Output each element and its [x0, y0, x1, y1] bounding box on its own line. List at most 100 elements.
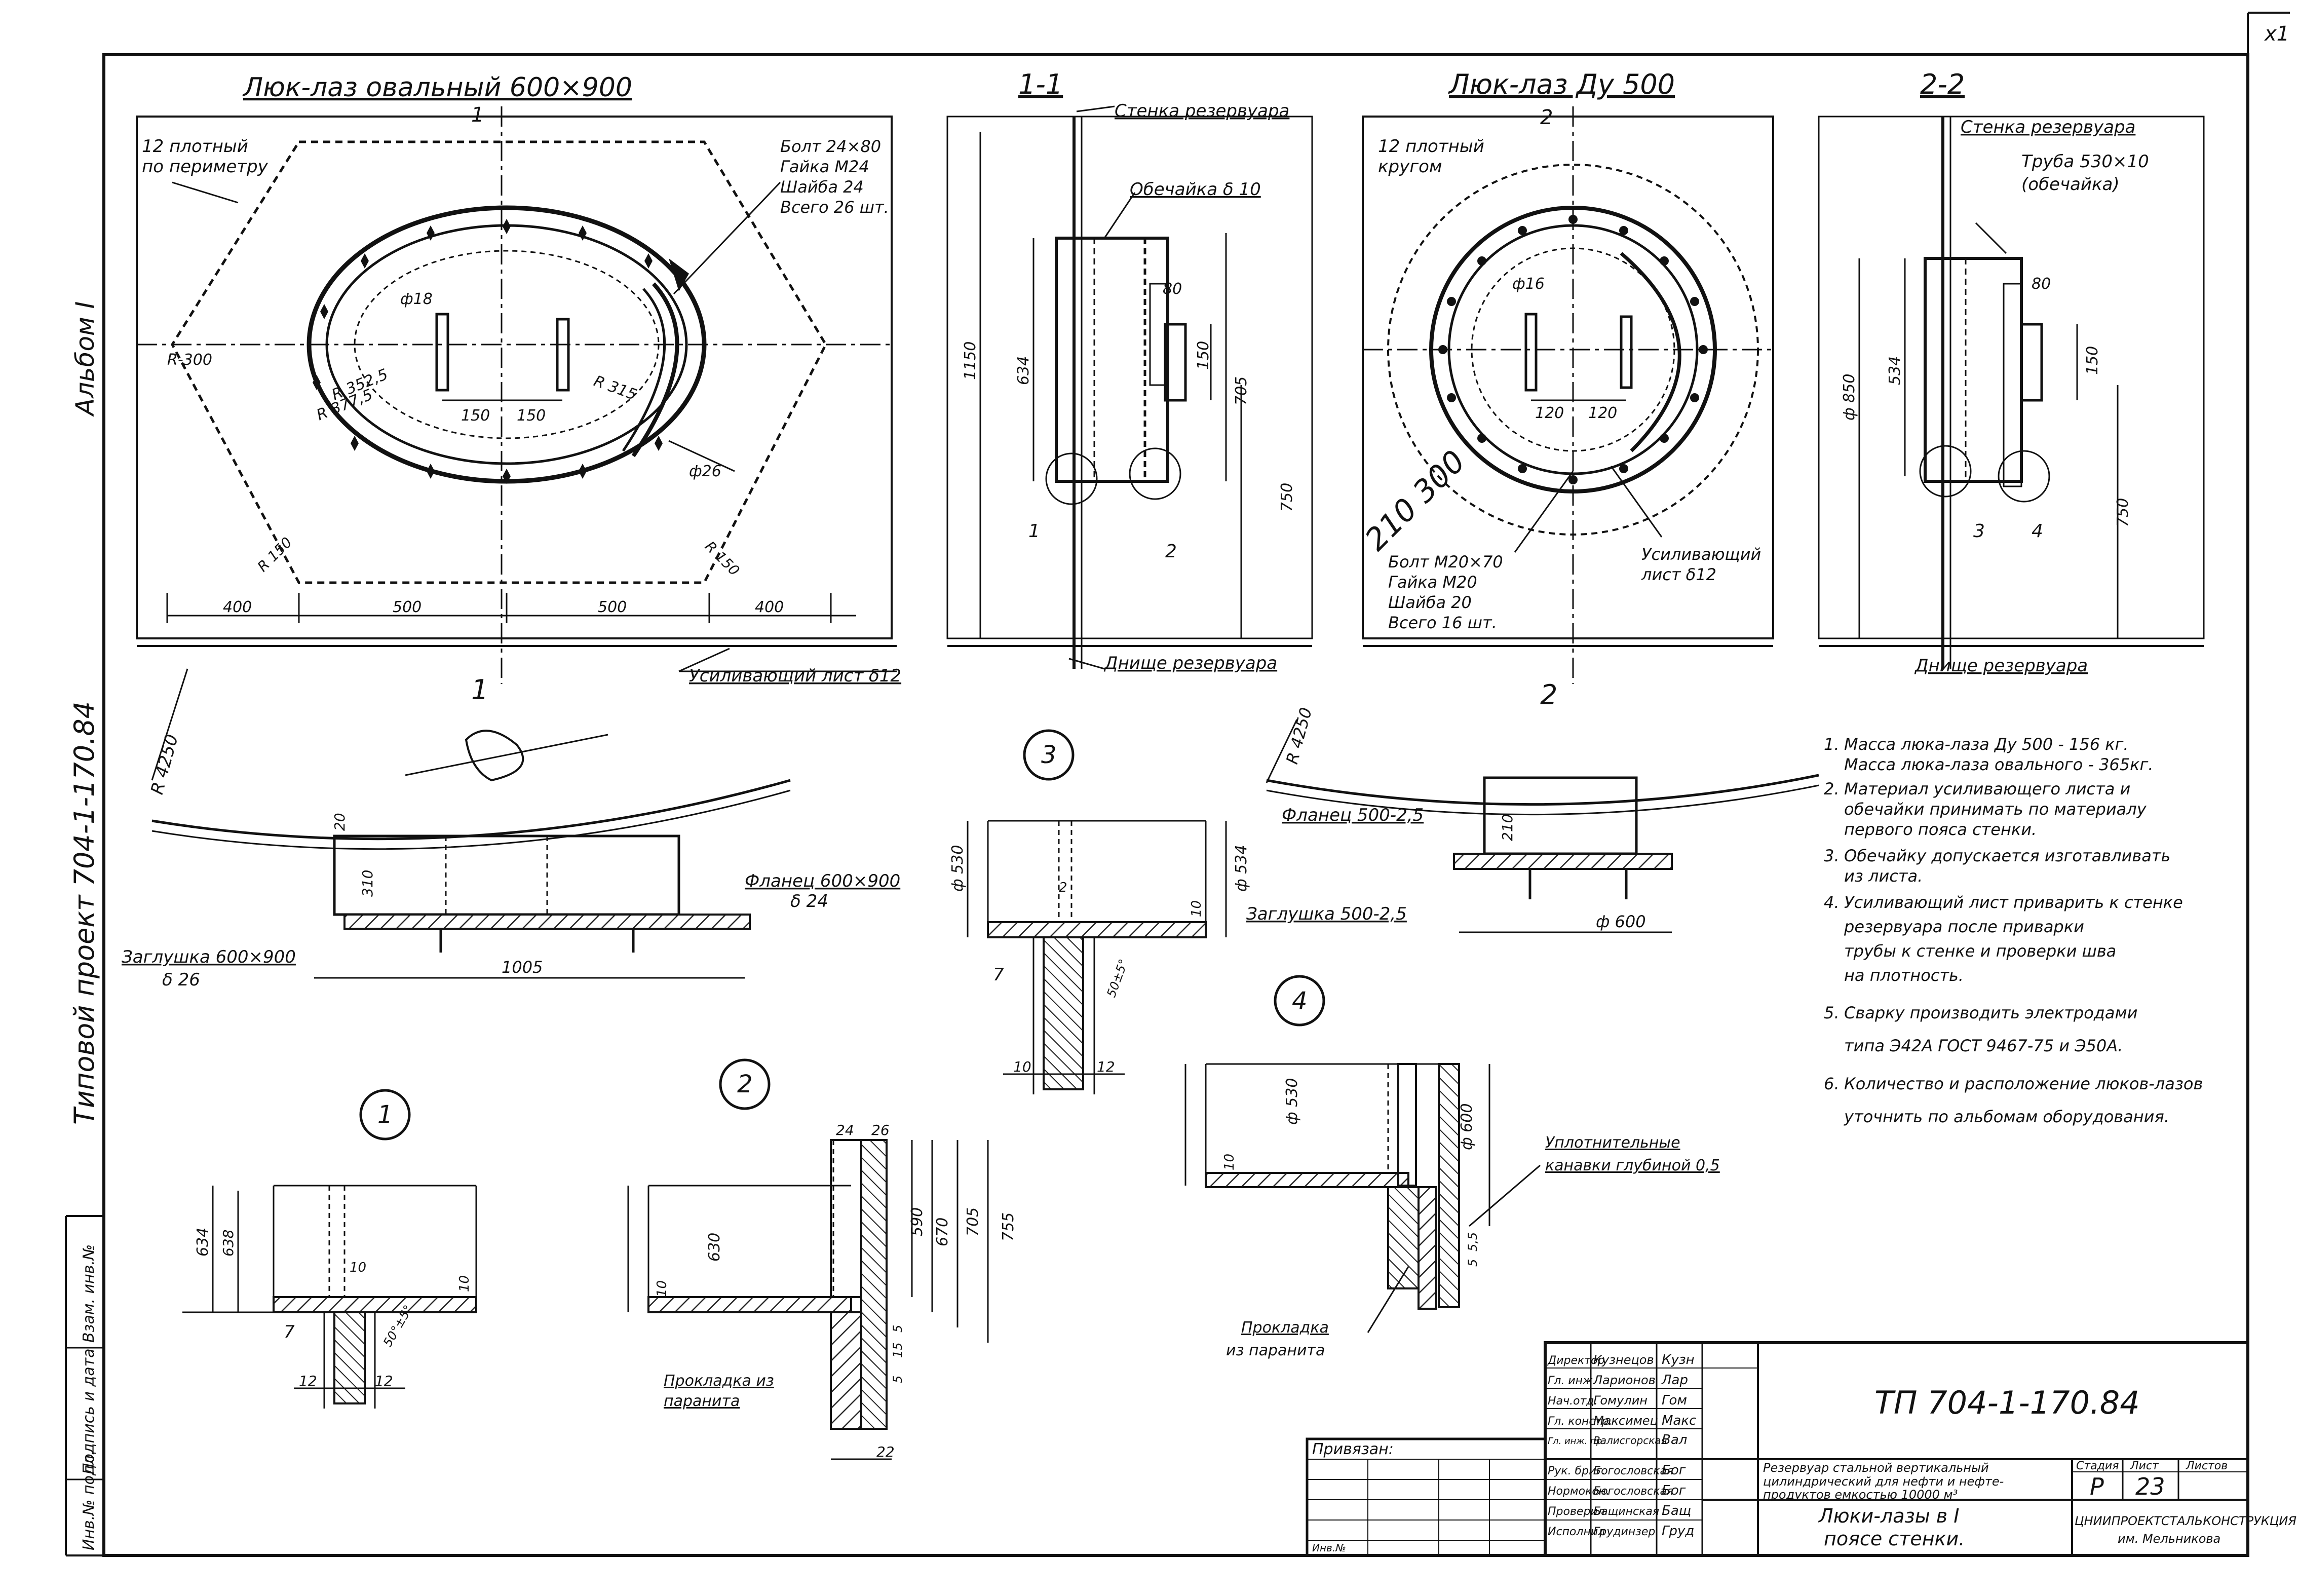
sec11-dim-1150: 1150: [962, 341, 979, 380]
stamp-name-9: Грудинзер: [1593, 1526, 1655, 1538]
stamp-stage: Р: [2090, 1473, 2104, 1500]
oval-bolts: [313, 219, 689, 484]
node2-dim-755: 755: [1000, 1212, 1017, 1241]
node-4: [1184, 975, 1541, 1333]
stamp-role-4: Гл. констр.: [1548, 1415, 1612, 1428]
dy500-bolt-note-4: Всего 16 шт.: [1388, 613, 1497, 632]
node3-dim-10: 10: [1189, 900, 1204, 917]
note-1-line-2: Масса люка-лаза овального - 365кг.: [1844, 755, 2153, 774]
dy500-dim-120b: 120: [1588, 404, 1617, 422]
sec22-wall: Стенка резервуара: [1961, 117, 2135, 137]
node1-dim-12a: 12: [299, 1373, 317, 1389]
note-4-line-3: трубы к стенке и проверки шва: [1844, 941, 2116, 961]
stamp-object-1: Резервуар стальной вертикальный: [1763, 1461, 1989, 1475]
stamp-object-3: продуктов емкостью 10000 м³: [1763, 1488, 1958, 1502]
title-block: [1306, 1341, 2249, 1557]
dy500-plate-leader-1: Усиливающий: [1641, 545, 1761, 564]
sec22-title: 2-2: [1920, 68, 1965, 100]
oval-cut-mark-top: 1: [471, 103, 484, 127]
stamp-sign-2: Лар: [1661, 1373, 1688, 1388]
stamp-org-1: ЦНИИПРОЕКТСТАЛЬКОНСТРУКЦИЯ: [2075, 1514, 2296, 1528]
oval-dim-500b: 500: [598, 598, 627, 616]
node4-dim-5-5: 5,5: [1466, 1232, 1480, 1251]
oval-dim-500a: 500: [393, 598, 422, 616]
stamp-name-4: Максимец: [1593, 1414, 1658, 1428]
oval-elev-dim-20: 20: [331, 813, 348, 831]
node2-dim-22: 22: [876, 1443, 895, 1460]
dy500-weld-note-2: кругом: [1378, 157, 1442, 177]
stamp-sheets-header: Листов: [2186, 1460, 2228, 1472]
dy500-elev-dim-600: ф 600: [1596, 912, 1646, 931]
note-5-line-1: Сварку производить электродами: [1844, 1003, 2137, 1022]
dy500-bolts: [1438, 215, 1708, 484]
dy500-weld-note-1: 12 плотный: [1378, 136, 1484, 157]
project-label: Типовой проект 704-1-170.84: [68, 701, 100, 1125]
sec11-dim-705: 705: [1233, 376, 1250, 405]
sec11-mark-2: 2: [1165, 541, 1177, 562]
node4-label: 4: [1292, 987, 1308, 1015]
note-3-num: 3.: [1824, 846, 1840, 865]
oval-dim-r315: R 315: [591, 372, 639, 404]
oval-elev-dim-1005: 1005: [502, 958, 543, 977]
node4-groove-1: Уплотнительные: [1545, 1134, 1680, 1152]
note-3-line-1: Обечайку допускается изготавливать: [1844, 846, 2170, 865]
note-6-num: 6.: [1824, 1074, 1840, 1093]
node2-dim-670: 670: [934, 1218, 951, 1246]
stamp-name-3: Гомулин: [1593, 1393, 1648, 1408]
node1-mark-7: 7: [284, 1322, 295, 1342]
note-3-line-2: из листа.: [1844, 866, 1923, 886]
note-4-num: 4.: [1824, 893, 1840, 912]
stamp-role-9: Исполнил: [1548, 1526, 1605, 1538]
stamp-name-8: Бащинская: [1593, 1505, 1659, 1518]
node2-dim-26: 26: [871, 1122, 890, 1138]
node1-dim-634: 634: [194, 1228, 212, 1257]
oval-bolt-note-1: Болт 24×80: [780, 137, 881, 156]
node4-dim-530: ф 530: [1283, 1078, 1301, 1125]
node4-groove-2: канавки глубиной 0,5: [1545, 1157, 1720, 1174]
oval-elev-plug-1: Заглушка 600×900: [122, 947, 296, 967]
sec11-title: 1-1: [1018, 68, 1063, 100]
dy500-elev-flange: Фланец 500-2,5: [1282, 805, 1424, 825]
node1-dim-12b: 12: [375, 1373, 393, 1389]
sec22-mark-3: 3: [1973, 521, 1985, 542]
node3-dim-10b: 10: [1013, 1058, 1031, 1075]
note-4-line-4: на плотность.: [1844, 966, 1964, 985]
stamp-role-1: Директор: [1547, 1354, 1605, 1367]
node3-angle: 50±5°: [1104, 957, 1131, 999]
oval-plate-leader: Усиливающий лист δ12: [689, 666, 901, 686]
node4-dim-600: ф 600: [1458, 1104, 1476, 1150]
oval-weld-note-1: 12 плотный: [142, 136, 248, 157]
sec22-dim-850: ф 850: [1841, 374, 1858, 421]
node1-label: 1: [377, 1100, 393, 1129]
note-5-num: 5.: [1824, 1003, 1840, 1022]
stamp-code: ТП 704-1-170.84: [1874, 1384, 2140, 1421]
node4-dim-10: 10: [1222, 1154, 1237, 1170]
stamp-sheet-header: Лист: [2130, 1460, 2159, 1472]
oval-dim-r300: R-300: [167, 351, 212, 369]
sec22-pipe-2: (обечайка): [2021, 174, 2120, 195]
stamp-name-7: Богословская: [1593, 1485, 1673, 1498]
node1-dim-10b: 10: [457, 1275, 472, 1292]
node2-dim-705: 705: [964, 1207, 982, 1236]
node3-dim-530: ф 530: [949, 845, 967, 892]
oval-dim-d18: ф18: [400, 290, 433, 308]
section-1-1: [946, 105, 1313, 670]
oval-elevation: [151, 668, 791, 979]
node4-dim-5: 5: [1466, 1259, 1480, 1267]
stamp-sheet: 23: [2135, 1473, 2165, 1500]
stamp-role-5: Гл. инж. пр.: [1548, 1436, 1605, 1447]
stamp-sign-9: Груд: [1662, 1524, 1694, 1539]
oval-weld-note-2: по периметру: [142, 157, 269, 177]
stamp-role-3: Нач.отд.: [1548, 1395, 1598, 1408]
sheet-corner-mark: x1: [2264, 22, 2289, 46]
stamp-sign-3: Гом: [1662, 1393, 1687, 1408]
sec22-dim-80: 80: [2032, 275, 2051, 293]
oval-cut-mark-bottom: 1: [471, 674, 488, 706]
margin-inv: Инв.№ подл.: [80, 1451, 98, 1550]
oval-elev-plug-2: δ 26: [162, 970, 200, 990]
note-1-num: 1.: [1824, 735, 1840, 754]
node3-dim-2: 2: [1059, 880, 1067, 895]
oval-elev-flange-1: Фланец 600×900: [745, 871, 900, 891]
dy500-cut-mark-bottom: 2: [1540, 679, 1557, 711]
